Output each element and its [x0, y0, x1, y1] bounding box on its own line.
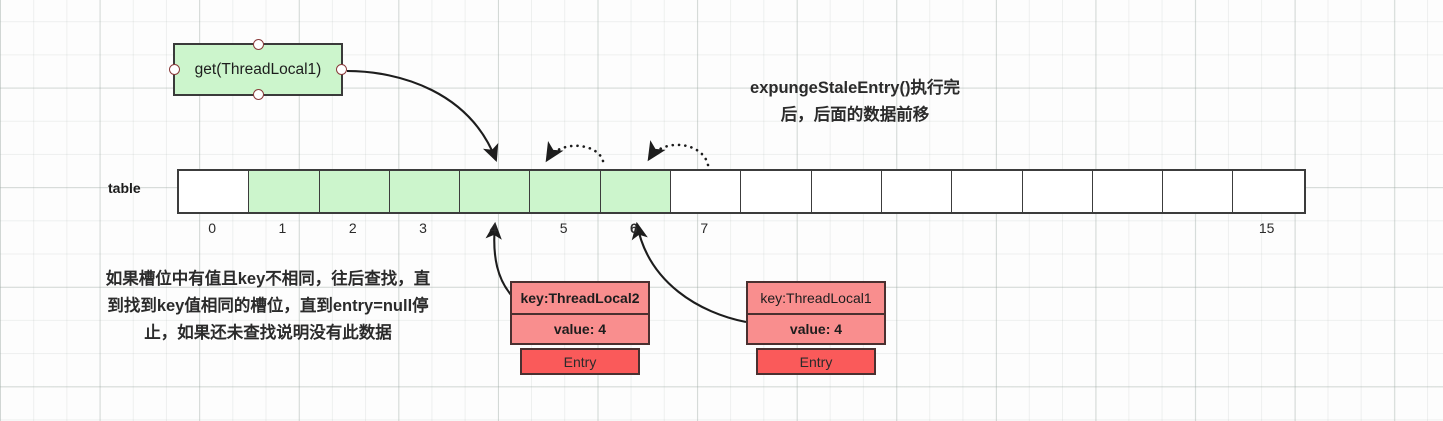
node-port-bottom-icon[interactable]	[252, 89, 264, 100]
lookup-note-line-1: 如果槽位中有值且key不相同，往后查找，直	[105, 270, 431, 288]
table-index-4: 4	[489, 220, 498, 236]
entry-tag: Entry	[520, 348, 640, 375]
get-threadlocal-node[interactable]: get(ThreadLocal1)	[169, 39, 347, 100]
table-cell-6[interactable]	[600, 171, 672, 212]
table-index-13	[1091, 218, 1161, 238]
table-index-5: 5	[559, 220, 568, 236]
entry-value: value: 4	[746, 313, 886, 345]
entry-box-threadlocal2[interactable]: key:ThreadLocal2 value: 4 Entry	[510, 281, 650, 375]
table-index-0: 0	[208, 220, 217, 236]
table-index-row: 0 1 2 3 4 5 6 7 15	[177, 218, 1302, 238]
get-threadlocal-node-label: get(ThreadLocal1)	[194, 60, 322, 78]
table-cell-4[interactable]	[460, 171, 531, 212]
node-port-left-icon[interactable]	[169, 64, 180, 75]
lookup-note-line-2: 到找到key值相同的槽位，直到entry=null停	[107, 297, 429, 315]
table-cell-5[interactable]	[530, 171, 601, 212]
arrow-shift-7-to-6	[647, 140, 710, 167]
entry-box-threadlocal1[interactable]: key:ThreadLocal1 value: 4 Entry	[746, 281, 886, 375]
arrow-shift-6-to-5	[545, 141, 605, 163]
table-cell-9[interactable]	[811, 171, 882, 212]
table-cell-15[interactable]	[1233, 171, 1304, 212]
table-cell-11[interactable]	[952, 171, 1023, 212]
table-index-8	[739, 218, 809, 238]
table-index-10	[880, 218, 950, 238]
table-index-15: 15	[1258, 220, 1275, 236]
table-label: table	[108, 180, 141, 196]
table-index-6: 6	[630, 220, 638, 236]
table-index-2: 2	[348, 220, 357, 236]
diagram-title: expungeStaleEntry()执行完 后，后面的数据前移	[695, 75, 1015, 129]
table-cell-10[interactable]	[881, 171, 953, 212]
entry-key: key:ThreadLocal2	[510, 281, 650, 313]
table-cell-12[interactable]	[1022, 171, 1093, 212]
arrow-entry1-to-slot6	[631, 221, 747, 324]
table-cell-1[interactable]	[249, 171, 320, 212]
table-index-11	[950, 218, 1020, 238]
table-cell-3[interactable]	[389, 171, 461, 212]
node-port-right-icon[interactable]	[336, 64, 347, 75]
lookup-note: 如果槽位中有值且key不相同，往后查找，直 到找到key值相同的槽位，直到ent…	[48, 266, 488, 347]
table-cell-8[interactable]	[741, 171, 812, 212]
entry-value: value: 4	[510, 313, 650, 345]
entry-key: key:ThreadLocal1	[746, 281, 886, 313]
table-row[interactable]	[177, 169, 1306, 214]
table-cell-2[interactable]	[319, 171, 390, 212]
arrow-get-to-slot4	[346, 69, 499, 162]
table-index-9	[810, 218, 880, 238]
table-index-7: 7	[700, 220, 709, 236]
table-cell-14[interactable]	[1163, 171, 1234, 212]
diagram-title-line-1: expungeStaleEntry()执行完	[750, 79, 960, 97]
table-cell-7[interactable]	[671, 171, 742, 212]
table-index-1: 1	[278, 220, 287, 236]
table-cell-13[interactable]	[1092, 171, 1164, 212]
diagram-title-line-2: 后，后面的数据前移	[780, 106, 930, 124]
node-port-top-icon[interactable]	[252, 39, 264, 50]
table-cell-0[interactable]	[179, 171, 250, 212]
entry-tag: Entry	[756, 348, 876, 375]
table-index-14	[1161, 218, 1231, 238]
table-index-3: 3	[419, 220, 427, 236]
lookup-note-line-3: 止，如果还未查找说明没有此数据	[144, 324, 392, 342]
table-index-12	[1021, 218, 1091, 238]
